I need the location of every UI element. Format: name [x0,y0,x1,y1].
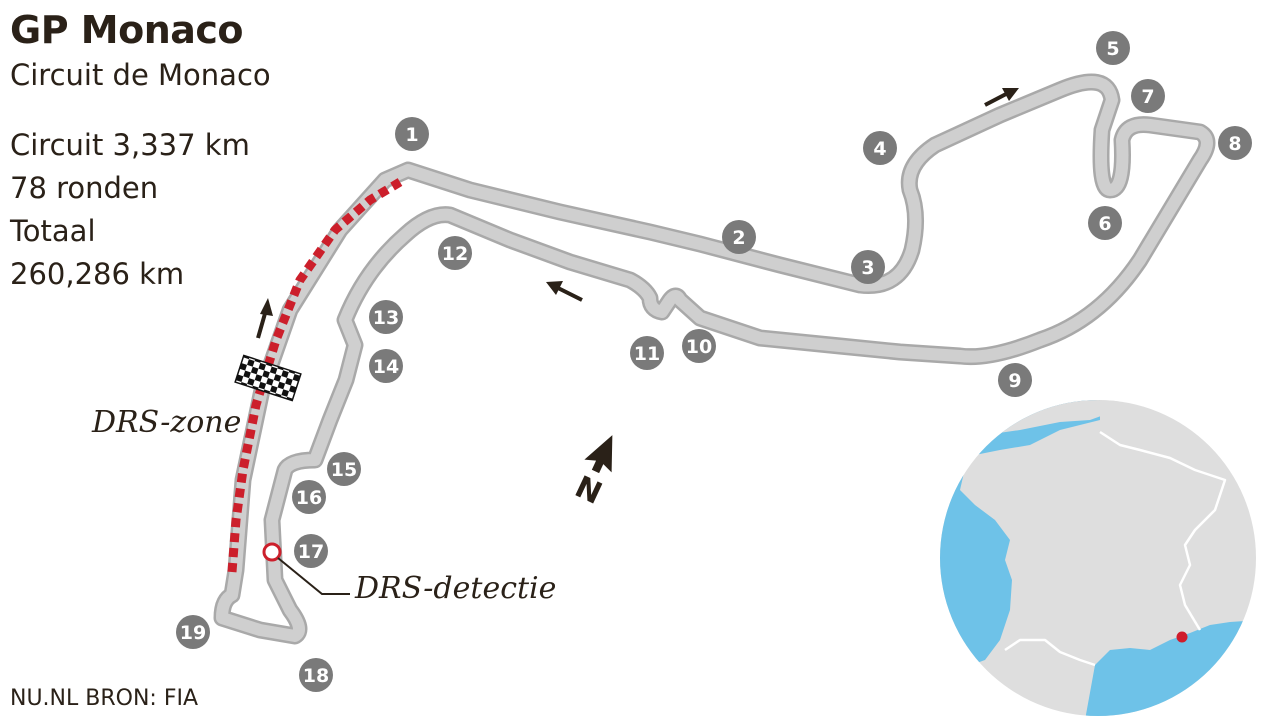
track-surface [216,76,1213,642]
drs-detection-label: DRS-detectie [354,571,556,606]
north-label: N [569,470,607,512]
turn-7-badge: 7 [1131,79,1165,113]
svg-text:19: 19 [180,622,206,644]
turn-2-badge: 2 [722,220,756,254]
france-locator-map [940,400,1256,716]
svg-text:16: 16 [296,487,322,509]
turn-15-badge: 15 [327,452,361,486]
svg-text:4: 4 [873,138,886,160]
turn-17-badge: 17 [294,534,328,568]
turn-14-badge: 14 [369,349,403,383]
svg-text:1: 1 [405,124,418,146]
turn-6-badge: 6 [1088,206,1122,240]
svg-text:13: 13 [373,307,399,329]
source-credit: NU.NL BRON: FIA [10,686,199,711]
turn-11-badge: 11 [630,336,664,370]
svg-text:2: 2 [732,227,745,249]
stat-laps: 78 ronden [10,171,159,205]
svg-text:12: 12 [442,243,468,265]
svg-text:8: 8 [1228,133,1241,155]
turn-13-badge: 13 [369,300,403,334]
stat-circuit-length: Circuit 3,337 km [10,128,250,162]
turn-markers: 1 2 3 4 5 6 7 8 9 10 11 12 13 14 15 16 1… [176,31,1252,692]
turn-4-badge: 4 [863,131,897,165]
turn-16-badge: 16 [292,480,326,514]
turn-8-badge: 8 [1218,126,1252,160]
svg-text:9: 9 [1008,370,1021,392]
circuit-name: Circuit de Monaco [10,58,271,92]
direction-arrow-icon [256,298,273,339]
france-border [1004,430,1227,667]
svg-text:14: 14 [373,356,399,378]
north-arrow-icon: N [569,435,613,512]
turn-5-badge: 5 [1096,31,1130,65]
map-title: GP Monaco [10,8,244,52]
svg-text:17: 17 [298,541,324,563]
turn-9-badge: 9 [998,363,1032,397]
monaco-location-dot [1176,631,1188,643]
checkered-flag-icon [234,354,302,402]
drs-zone-label: DRS-zone [91,405,241,440]
svg-text:3: 3 [861,257,874,279]
drs-detection-leader [277,557,350,595]
direction-arrow-icon [984,88,1019,107]
direction-arrow-icon [546,281,583,302]
stat-total-value: 260,286 km [10,257,185,291]
turn-3-badge: 3 [851,250,885,284]
turn-12-badge: 12 [438,236,472,270]
stat-total-label: Totaal [10,214,96,248]
circuit-track [213,73,1216,645]
sea-atlantic [940,400,1100,680]
svg-text:7: 7 [1141,86,1154,108]
svg-text:6: 6 [1098,213,1111,235]
svg-text:10: 10 [686,336,712,358]
drs-detection-marker [262,542,282,562]
turn-19-badge: 19 [176,615,210,649]
turn-18-badge: 18 [299,658,333,692]
drs-zone-line [227,178,403,573]
svg-text:11: 11 [634,343,660,365]
svg-text:15: 15 [331,459,357,481]
turn-1-badge: 1 [395,117,429,151]
turn-10-badge: 10 [682,329,716,363]
svg-text:18: 18 [303,665,329,687]
svg-text:5: 5 [1106,38,1119,60]
